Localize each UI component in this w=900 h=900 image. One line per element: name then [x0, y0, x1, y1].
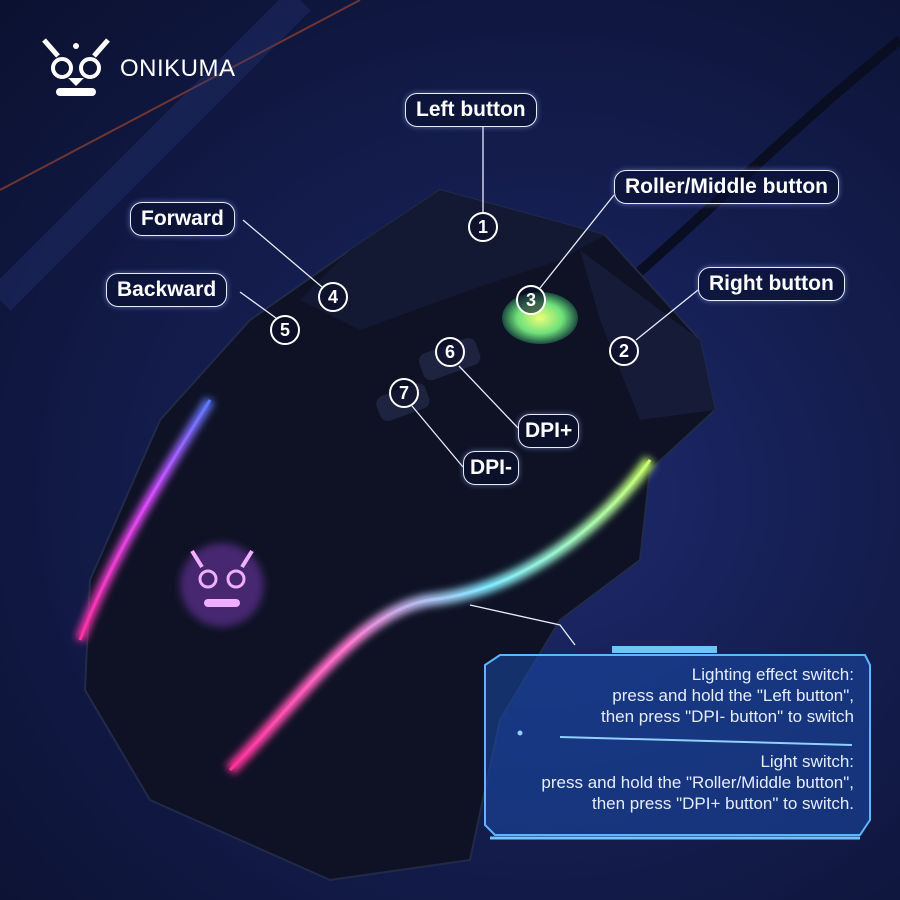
light-switch-instructions: Light switch: press and hold the "Roller… — [541, 751, 854, 814]
lighting-line-2: then press "DPI- button" to switch — [600, 707, 854, 726]
marker-1: 1 — [468, 212, 498, 242]
lighting-title: Lighting effect switch: — [691, 665, 854, 684]
light-line-2: then press "DPI+ button" to switch. — [591, 794, 854, 813]
info-panel-frame — [484, 646, 871, 840]
mouse-body — [83, 188, 717, 882]
brand-logo: ONIKUMA — [38, 36, 236, 102]
label-backward: Backward — [106, 273, 228, 307]
marker-3: 3 — [516, 285, 546, 315]
right-button-shape — [580, 250, 715, 420]
lighting-effect-instructions: Lighting effect switch: press and hold t… — [601, 664, 854, 727]
lighting-line-1: press and hold the "Left button", — [612, 686, 854, 705]
mouse-cable — [626, 36, 900, 284]
label-roller-middle-button: Roller/Middle button — [614, 170, 839, 204]
marker-6: 6 — [435, 337, 465, 367]
marker-7: 7 — [389, 378, 419, 408]
decor-line — [0, 0, 361, 191]
label-right-button: Right button — [698, 267, 845, 301]
label-dpi-minus: DPI- — [463, 451, 519, 485]
info-panel: Lighting effect switch: press and hold t… — [480, 648, 868, 836]
light-line-1: press and hold the "Roller/Middle button… — [541, 773, 854, 792]
light-title: Light switch: — [760, 752, 854, 771]
label-left-button: Left button — [405, 93, 537, 127]
onikuma-mask-icon — [42, 38, 110, 96]
bottom-rgb-strip — [228, 459, 652, 772]
left-rgb-strip — [78, 399, 212, 641]
leader-lines — [239, 127, 699, 646]
marker-5: 5 — [270, 315, 300, 345]
left-button-shape — [300, 190, 605, 330]
label-forward: Forward — [130, 202, 235, 236]
decor-band — [0, 0, 311, 311]
label-dpi-plus: DPI+ — [518, 414, 580, 448]
marker-2: 2 — [609, 336, 639, 366]
brand-name: ONIKUMA — [120, 55, 236, 82]
marker-4: 4 — [318, 282, 348, 312]
mouse-logo — [180, 543, 264, 627]
